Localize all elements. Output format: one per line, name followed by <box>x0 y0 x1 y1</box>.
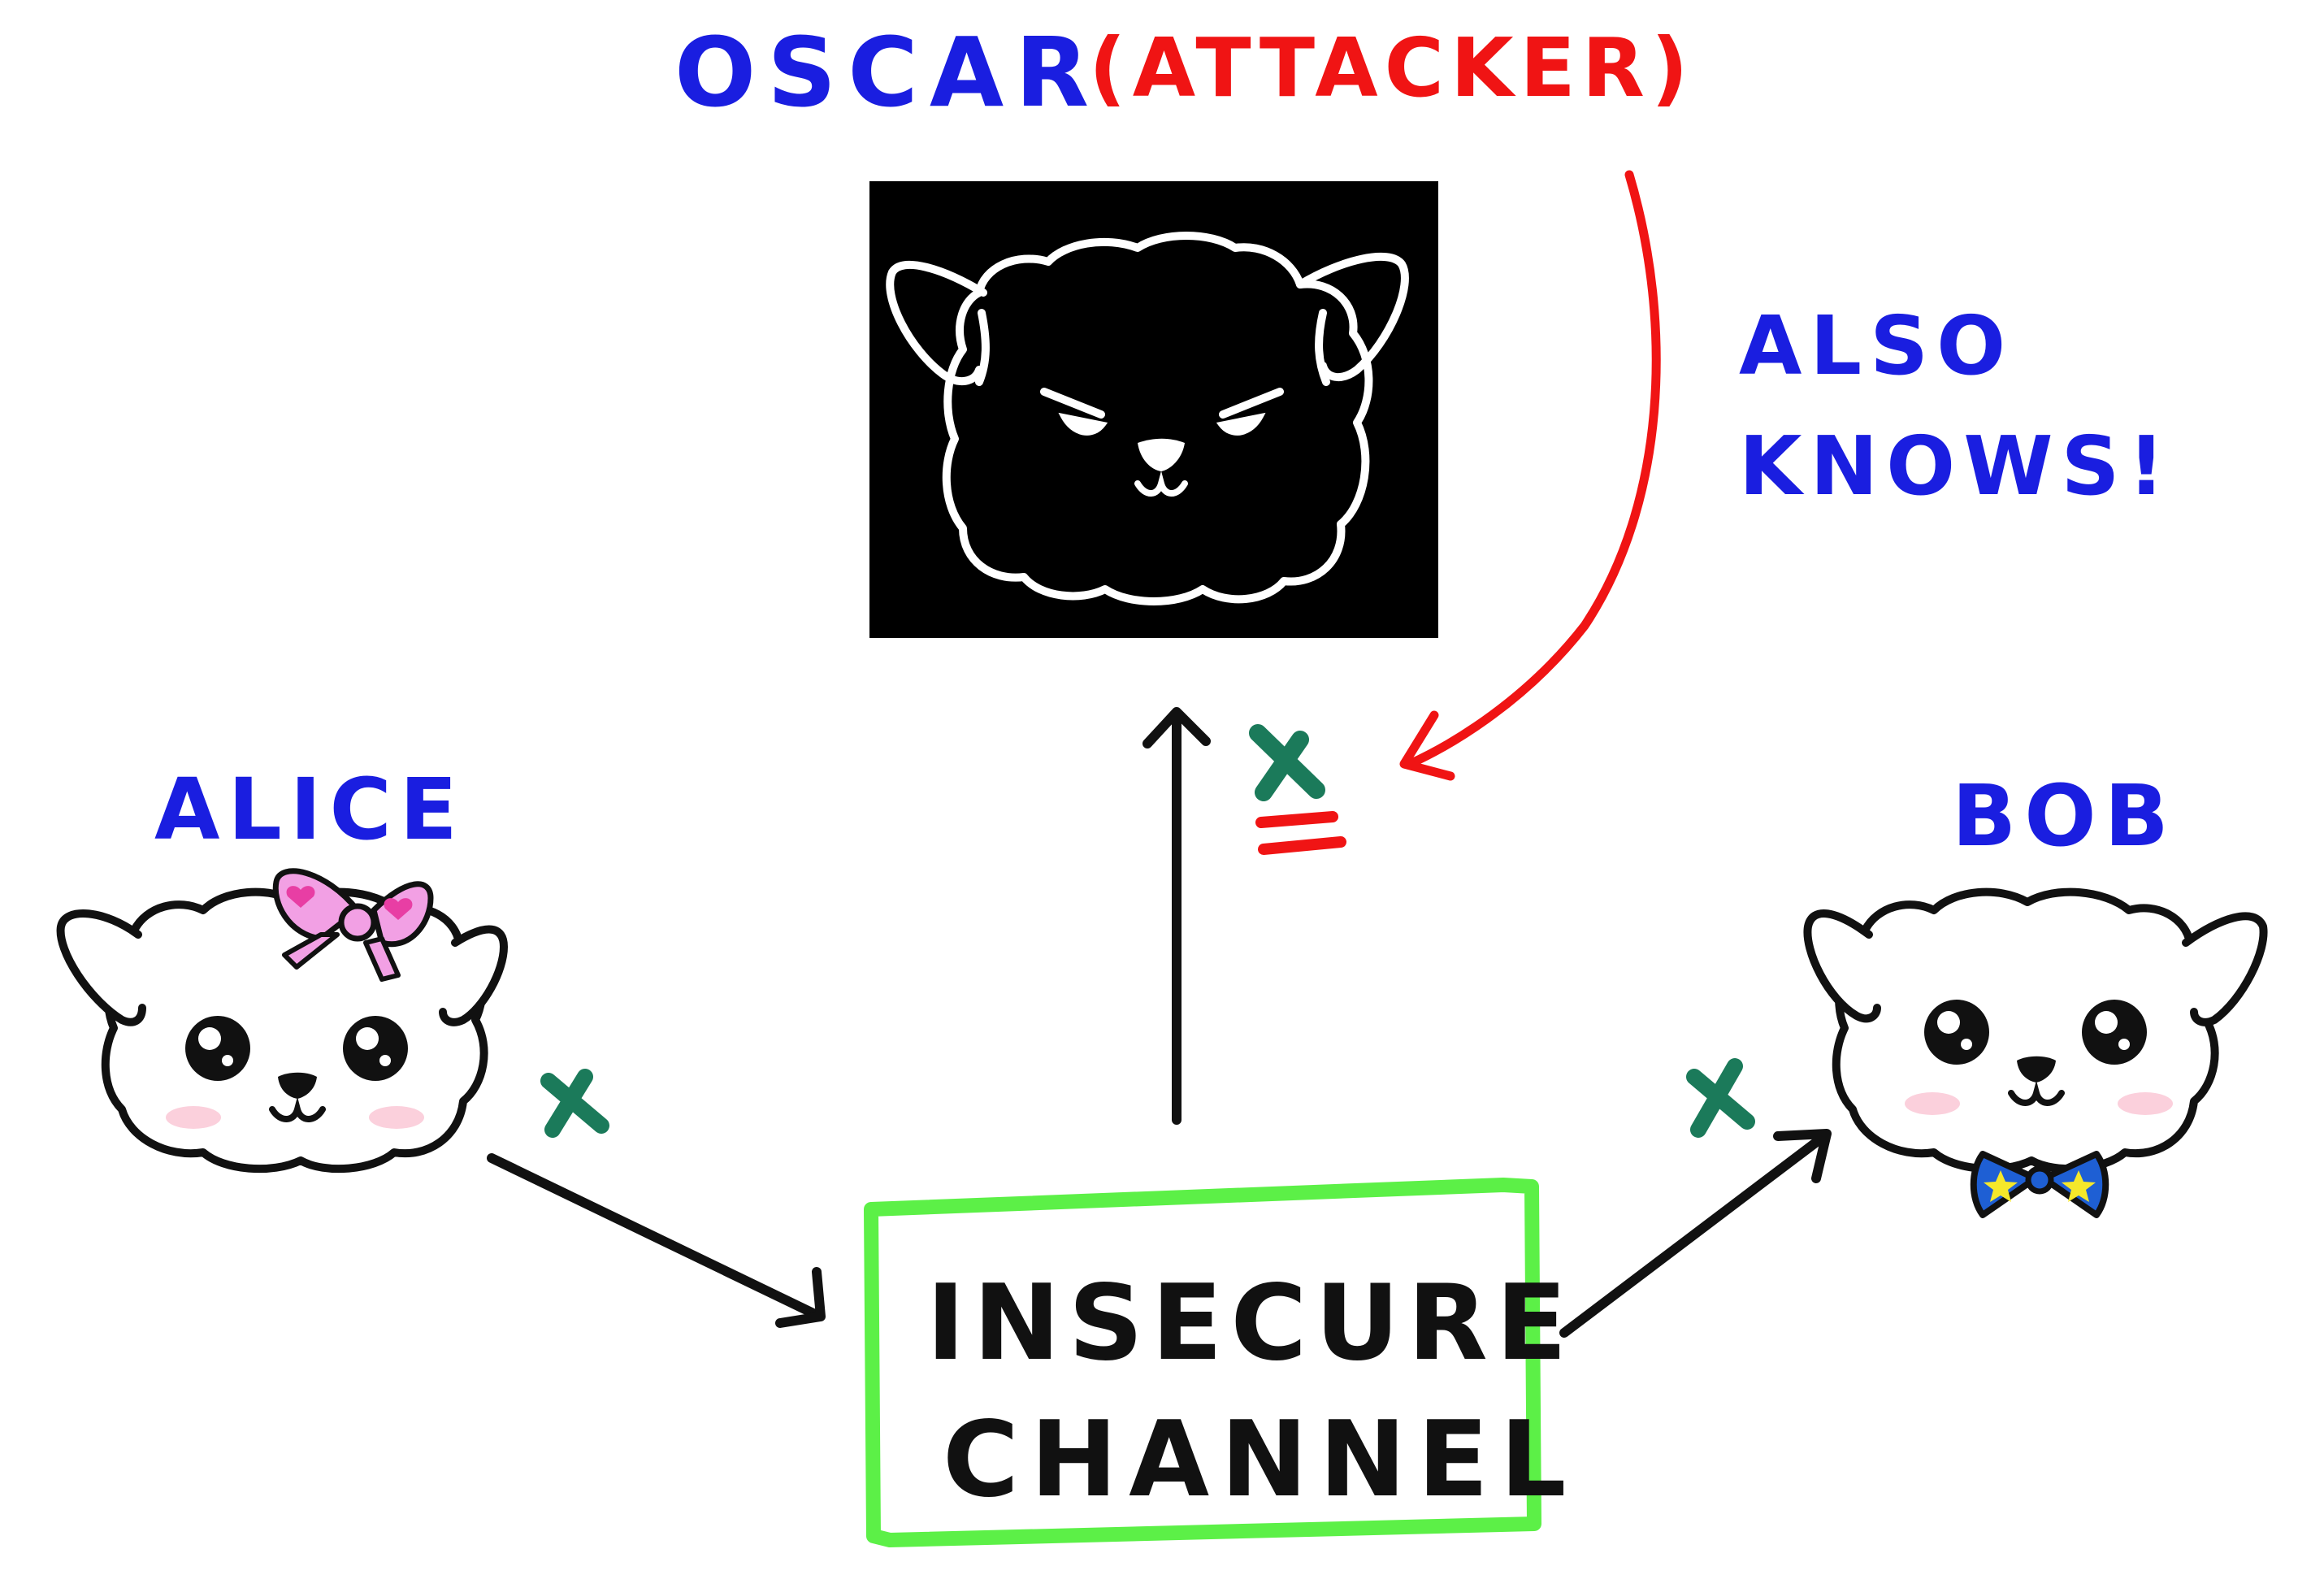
channel-line2-label: CHANNEL <box>943 1399 1577 1521</box>
also-knows-arrowhead <box>1399 710 1455 781</box>
knows-label: KNOWS! <box>1739 419 2173 514</box>
alice-bow-icon <box>272 868 434 982</box>
alice-label: ALICE <box>154 760 466 859</box>
alice-to-channel-arrowhead <box>775 1267 826 1328</box>
oscar-label: OSCAR <box>674 16 1100 128</box>
alice-icon <box>56 868 508 1174</box>
oscar-icon <box>869 181 1438 638</box>
bob-icon <box>1803 887 2268 1218</box>
channel-to-oscar-arrowhead <box>1142 707 1211 748</box>
attacker-label: (ATTACKER) <box>1089 20 1695 115</box>
bob-label: BOB <box>1952 766 2177 866</box>
insecure-channel-box <box>864 1178 1541 1547</box>
channel-to-bob-arrowhead <box>1773 1129 1832 1183</box>
also-label: ALSO <box>1739 298 2014 393</box>
channel-line1-label: INSECURE <box>926 1263 1575 1384</box>
intercepted-message <box>1249 724 1346 855</box>
oscar-panel <box>869 181 1438 638</box>
bob-message-x <box>1686 1058 1755 1138</box>
alice-message-x <box>540 1069 609 1138</box>
bob-bowtie-icon <box>1970 1151 2109 1218</box>
alice-to-channel-arrow <box>487 1153 822 1320</box>
channel-to-bob-arrow <box>1559 1131 1829 1338</box>
also-knows-arrow <box>1405 170 1661 769</box>
